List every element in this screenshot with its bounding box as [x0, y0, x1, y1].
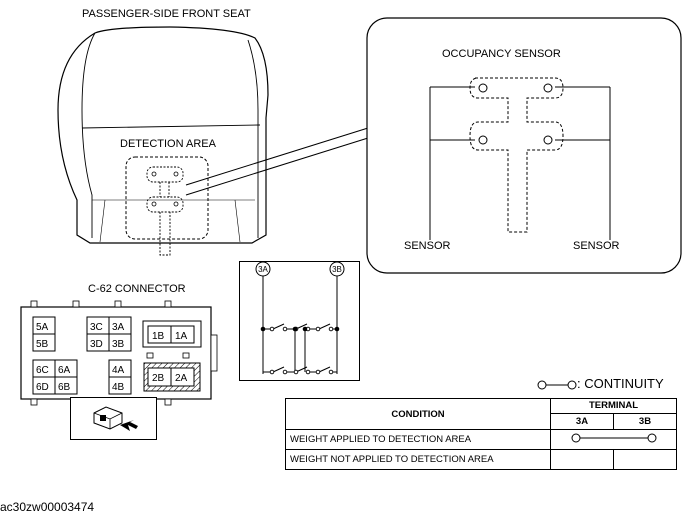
continuity-symbol-icon [537, 380, 577, 390]
col-3b-header: 3B [613, 412, 677, 431]
terminal-5a: 5A [36, 322, 49, 333]
document-id: ac30zw00003474 [0, 500, 95, 514]
terminal-1a: 1A [175, 331, 188, 342]
row-condition: WEIGHT NOT APPLIED TO DETECTION AREA [285, 449, 551, 470]
detection-area-label: DETECTION AREA [120, 138, 216, 150]
terminal-3c: 3C [90, 322, 103, 333]
seat-title: PASSENGER-SIDE FRONT SEAT [82, 8, 251, 20]
connector-title: C-62 CONNECTOR [88, 283, 186, 295]
seat-illustration [57, 17, 682, 274]
terminal-5b: 5B [36, 339, 49, 350]
terminal-header: TERMINAL [550, 398, 677, 414]
schematic-terminal-3a: 3A [258, 265, 268, 274]
terminal-6a: 6A [58, 365, 71, 376]
terminal-3b: 3B [112, 339, 125, 350]
connector-plug-icon [70, 397, 157, 440]
terminal-2a: 2A [175, 373, 188, 384]
row-cell-3b [613, 449, 677, 470]
row-continuity-mark [550, 429, 677, 450]
terminal-6c: 6C [36, 365, 49, 376]
terminal-4a: 4A [112, 365, 125, 376]
condition-header: CONDITION [285, 398, 551, 430]
row-cell-3a [550, 449, 614, 470]
condition-table: CONDITION TERMINAL 3A 3B WEIGHT APPLIED … [285, 398, 677, 470]
continuity-schematic: 3A 3B [239, 261, 360, 381]
terminal-3a: 3A [112, 322, 125, 333]
terminal-4b: 4B [112, 382, 125, 393]
terminal-6b: 6B [58, 382, 71, 393]
terminal-2b: 2B [152, 373, 165, 384]
row-condition: WEIGHT APPLIED TO DETECTION AREA [285, 429, 551, 450]
sensor-left-label: SENSOR [404, 240, 451, 252]
continuity-legend-label: : CONTINUITY [577, 376, 664, 391]
col-3a-header: 3A [550, 412, 614, 431]
connector-c62-diagram: 5A 5B 3C 3A 3D 3B 1B 1A 6C 6A 6D 6B 4A 4… [20, 300, 218, 406]
table-row: WEIGHT APPLIED TO DETECTION AREA [285, 429, 677, 450]
continuity-mark-icon [571, 433, 656, 443]
terminal-6d: 6D [36, 382, 49, 393]
occupancy-sensor-title: OCCUPANCY SENSOR [442, 48, 561, 60]
terminal-3d: 3D [90, 339, 103, 350]
sensor-right-label: SENSOR [573, 240, 620, 252]
terminal-1b: 1B [152, 331, 165, 342]
schematic-terminal-3b: 3B [332, 265, 342, 274]
table-row: WEIGHT NOT APPLIED TO DETECTION AREA [285, 449, 677, 470]
